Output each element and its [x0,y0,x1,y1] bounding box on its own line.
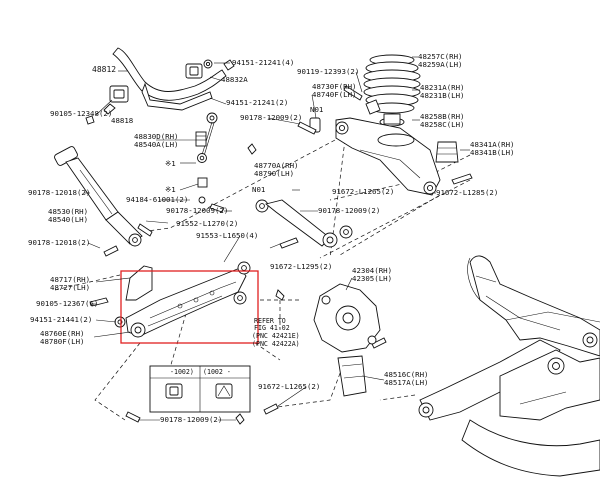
bump-stopper [435,141,459,163]
label-48727: 48727(LH) [50,283,91,292]
label-48770a: 48770A(RH) [254,161,299,170]
stabilizer-link [195,112,218,204]
stabilizer-bar [103,47,227,115]
label-94151-21241-2: 94151-21241(2) [226,98,289,107]
label-90178-12009-mid: 90178-12009(2) [166,206,229,215]
label-table-col-1: -1002) [170,368,194,376]
label-90178-12009-r: 90178-12009(2) [318,206,381,215]
label-pnc-42421e: (PNC 42421E) [252,332,300,340]
label-90178-12009-bot: 90178-12009(2) [160,415,223,424]
label-n01-top: N01 [310,105,324,114]
lower-control-arm [114,261,251,338]
label-90105-12367: 90105-12367(6) [36,299,99,308]
label-48818: 48818 [111,116,134,125]
label-91672-l1265-b: 91672-L1265(2) [258,382,321,391]
label-48517a: 48517A(LH) [384,378,429,387]
label-48790: 48790(LH) [254,169,295,178]
label-48258c: 48258C(LH) [420,120,465,129]
label-48259a: 48259A(LH) [418,60,463,69]
label-94184-61001: 94184-61001(2) [126,195,189,204]
label-90178-12009-top: 90178-12009(2) [240,113,303,122]
label-91553-l1650: 91553-L1650(4) [196,231,259,240]
label-48257c: 48257C(RH) [418,52,463,61]
label-48730f: 48730F(RH) [312,82,357,91]
label-fig-41-02: FIG 41-02 [254,324,290,332]
label-91552-l1270: 91552-L1270(2) [176,219,239,228]
label-90105-12348: 90105-12348(2) [50,109,113,118]
label-90119-12393: 90119-12393(2) [297,67,360,76]
highlight-box [120,270,259,344]
label-48760e: 48760E(RH) [40,329,85,338]
leader-lines [84,56,470,421]
label-90178-12018-b: 90178-12018(2) [28,238,91,247]
label-48516c: 48516C(RH) [384,370,429,379]
lower-arm-spring-seat [309,99,441,196]
label-refer-to: REFER TO [254,317,286,325]
label-48258b: 48258B(RH) [420,112,465,121]
label-91672-l1285: 91672-L1285(2) [436,188,499,197]
label-48780f: 48780F(LH) [40,337,85,346]
rear-suspension-member [418,255,600,477]
label-91672-l1295: 91672-L1295(2) [270,262,333,271]
label-48341a: 48341A(RH) [470,140,515,149]
label-48530: 48530(RH) [48,207,89,216]
label-94151-21441: 94151-21441(2) [30,315,93,324]
label-n01-mid: N01 [252,185,266,194]
label-48231a: 48231A(RH) [420,83,465,92]
label-42305: 42305(LH) [352,274,393,283]
label-star-1b: ※1 [165,185,176,194]
label-42304: 42304(RH) [352,266,393,275]
label-48830d: 48830D(RH) [134,132,179,141]
rear-axle-carrier [313,283,381,397]
label-90178-12018-a: 90178-12018(2) [28,188,91,197]
label-91672-l1265: 91672-L1265(2) [332,187,395,196]
toe-control-arm [255,199,353,248]
shock-absorber [54,146,143,247]
label-48812: 48812 [92,65,117,74]
bolts-and-nuts [85,59,473,425]
coil-spring [363,54,421,127]
label-48540a: 48540A(LH) [134,140,179,149]
label-48341b: 48341B(LH) [470,148,515,157]
label-pnc-42422a: (PNC 42422A) [252,340,300,348]
label-48540: 48540(LH) [48,215,89,224]
label-table-col-2: (1002 - [203,368,231,376]
application-inset-table [149,365,251,413]
label-48832a: 48832A [221,75,248,84]
label-48717: 48717(RH) [50,275,91,284]
label-48740f: 48740F(LH) [312,90,357,99]
label-48231b: 48231B(LH) [420,91,465,100]
label-star-1a: ※1 [165,159,176,168]
label-94151-21241-4: 94151-21241(4) [232,58,295,67]
